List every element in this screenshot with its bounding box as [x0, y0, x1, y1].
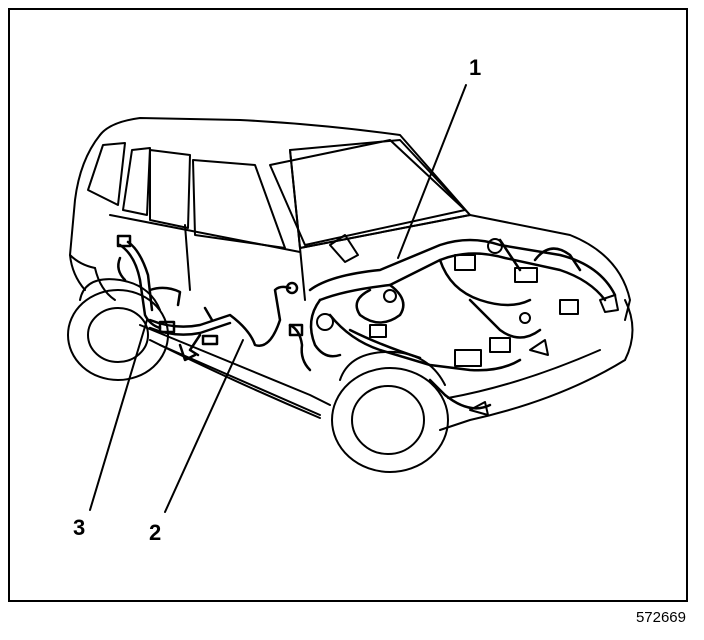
figure-frame — [8, 8, 688, 602]
leader-line-2 — [164, 339, 244, 513]
callout-1: 1 — [469, 55, 482, 80]
callout-3: 3 — [73, 515, 86, 540]
callout-2: 2 — [149, 520, 162, 545]
leader-line-3 — [89, 319, 148, 511]
leader-line-1 — [397, 84, 467, 259]
engine-harness — [308, 238, 617, 410]
rear-harness — [116, 234, 197, 362]
figure-number: 572669 — [635, 609, 686, 626]
side-windows — [87, 142, 286, 249]
windshield — [269, 139, 466, 246]
engine-components — [316, 234, 619, 416]
body-harness — [148, 281, 312, 372]
leader-lines — [89, 84, 467, 513]
rear-wheel — [67, 278, 169, 381]
vehicle-body — [69, 117, 634, 431]
front-wheel — [331, 350, 449, 473]
